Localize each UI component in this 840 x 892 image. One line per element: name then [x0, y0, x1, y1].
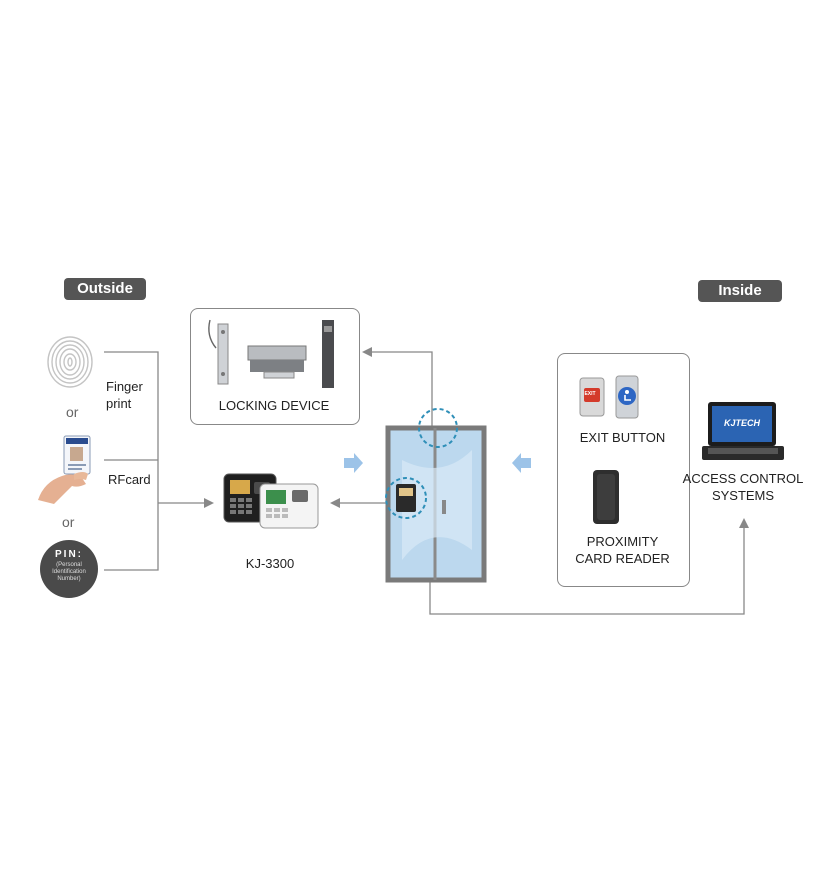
kj3300-device-icon [223, 473, 319, 529]
or-text-1: or [66, 404, 79, 420]
exit-button-label: EXIT BUTTON [579, 430, 666, 445]
glass-door-icon [385, 408, 487, 583]
outside-badge: Outside [64, 278, 146, 300]
pin-circle [40, 540, 98, 598]
proximity-label: PROXIMITY CARD READER [575, 534, 670, 566]
rfcard-hand-icon [38, 435, 91, 504]
laptop-brand: KJTECH [723, 418, 760, 428]
fingerprint-label: Finger print [106, 379, 143, 411]
laptop-icon [702, 402, 784, 460]
exit-buttons-icon [579, 375, 639, 419]
kj3300-label: KJ-3300 [245, 556, 295, 571]
locking-hardware-icon [208, 319, 334, 388]
exit-sign-text: EXIT [584, 391, 596, 397]
pin-subtitle: (Personal Identification Number) [52, 562, 86, 582]
inside-badge: Inside [698, 280, 782, 302]
rfcard-label: RFcard [108, 472, 151, 487]
proximity-reader-icon [593, 470, 619, 524]
or-text-2: or [62, 514, 75, 530]
access-control-label: ACCESS CONTROL SYSTEMS [682, 471, 804, 503]
pin-title: PIN: [55, 549, 83, 560]
locking-device-label: LOCKING DEVICE [218, 398, 330, 413]
fingerprint-icon [47, 336, 93, 388]
